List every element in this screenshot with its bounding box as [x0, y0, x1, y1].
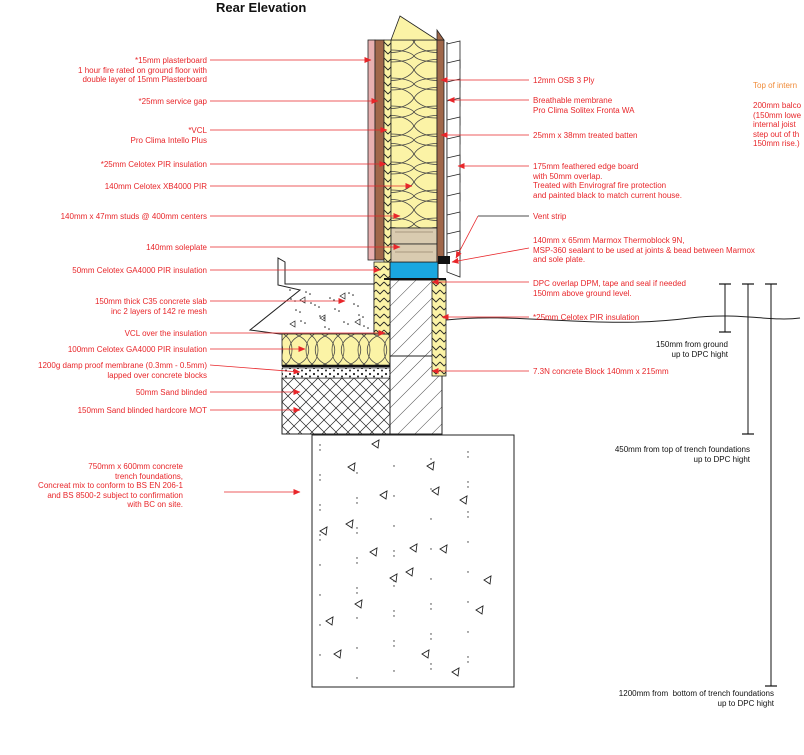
- dimension-lines: [719, 283, 777, 687]
- label-soleplate: 140mm soleplate: [146, 243, 207, 252]
- dimension-label-450: 450mm from top of trench foundations up …: [614, 445, 750, 464]
- label-celotex-pir-25-ext: *25mm Celotex PIR insulation: [533, 313, 640, 322]
- label-celotex-pir-25: *25mm Celotex PIR insulation: [100, 160, 207, 169]
- leader-lines: [209, 57, 530, 495]
- label-plasterboard: *15mm plasterboard 1 hour fire rated on …: [78, 56, 207, 84]
- label-celotex-ga4000-50: 50mm Celotex GA4000 PIR insulation: [72, 266, 207, 275]
- label-celotex-xb4000: 140mm Celotex XB4000 PIR: [104, 182, 207, 191]
- label-batten: 25mm x 38mm treated batten: [533, 131, 638, 140]
- side-note-body: 200mm balco (150mm lowe internal joist s…: [753, 101, 802, 148]
- drawing-title: Rear Elevation: [216, 0, 307, 15]
- label-vcl: *VCL Pro Clima Intello Plus: [130, 126, 207, 145]
- label-concrete-block: 7.3N concrete Block 140mm x 215mm: [533, 367, 669, 376]
- timber-frame-wall: [367, 15, 461, 278]
- label-thermoblock: 140mm x 65mm Marmox Thermoblock 9N, MSP-…: [533, 236, 755, 264]
- hardcore-layer: [281, 367, 391, 435]
- label-sand-blinded-50: 50mm Sand blinded: [135, 388, 207, 397]
- dimension-label-1200: 1200mm from bottom of trench foundations…: [618, 689, 774, 708]
- label-studs: 140mm x 47mm studs @ 400mm centers: [60, 212, 207, 221]
- ground-line: [445, 315, 801, 323]
- thermoblock: [384, 261, 446, 281]
- label-trench-foundation: 750mm x 600mm concrete trench foundation…: [38, 462, 183, 509]
- label-dpc: DPC overlap DPM, tape and seal if needed…: [533, 279, 686, 298]
- label-breathable-membrane: Breathable membrane Pro Clima Solitex Fr…: [533, 96, 635, 115]
- label-concrete-slab: 150mm thick C35 concrete slab inc 2 laye…: [94, 297, 207, 316]
- concrete-slab: [248, 257, 391, 368]
- side-note-heading: Top of intern: [753, 81, 798, 90]
- label-service-gap: *25mm service gap: [138, 97, 207, 106]
- label-feathered-board: 175mm feathered edge board with 50mm ove…: [533, 162, 682, 200]
- label-hardcore: 150mm Sand blinded hardcore MOT: [77, 406, 207, 415]
- dimension-label-150: 150mm from ground up to DPC hight: [655, 340, 728, 359]
- label-celotex-ga4000-100: 100mm Celotex GA4000 PIR insulation: [67, 345, 207, 354]
- label-osb: 12mm OSB 3 Ply: [533, 76, 595, 85]
- label-vent-strip: Vent strip: [533, 212, 567, 221]
- foundation: [311, 434, 515, 688]
- label-vcl-over-insulation: VCL over the insulation: [124, 329, 207, 338]
- label-dpm: 1200g damp proof membrane (0.3mm - 0.5mm…: [38, 361, 207, 380]
